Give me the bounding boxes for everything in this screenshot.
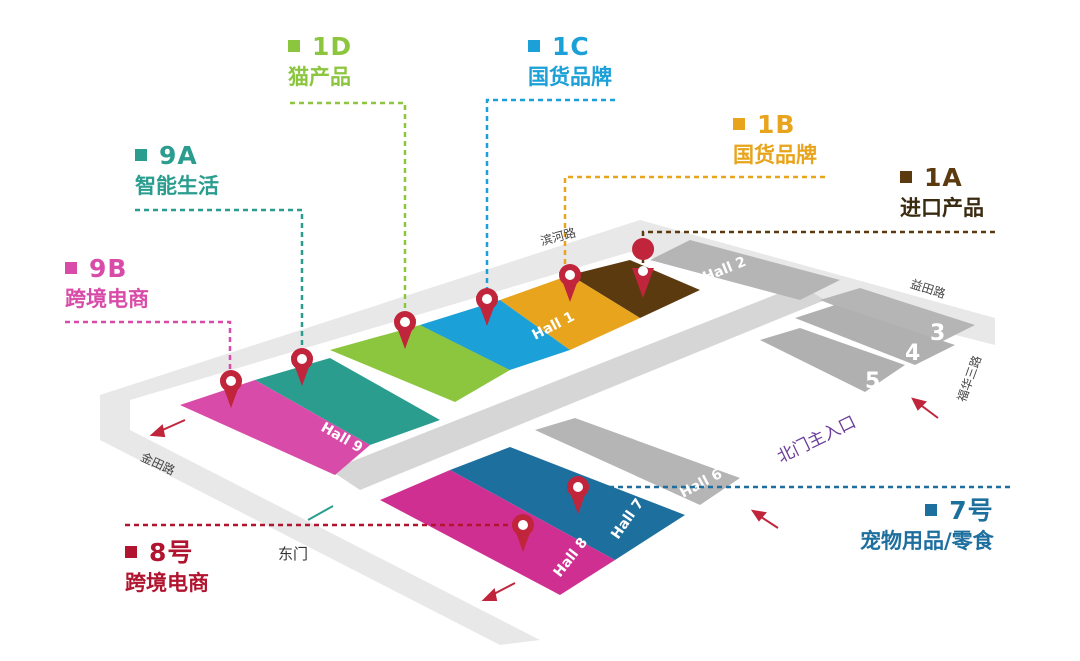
zone-7-label: 7号 宠物用品/零食 [860, 498, 994, 552]
pin-9b [220, 370, 242, 408]
zone-9b-label: 9B 跨境电商 [65, 256, 149, 310]
hall-label-5: 5 [865, 369, 880, 394]
pin-1c [476, 288, 498, 326]
pin-7 [567, 476, 589, 514]
hall-3-area [820, 288, 975, 345]
arrow-west-head [149, 424, 166, 438]
hall-4-area [795, 305, 955, 365]
zone-1b-code: 1B [757, 110, 796, 139]
zone-8-code: 8号 [149, 538, 194, 567]
arrow-fuhua-head [911, 397, 927, 411]
hall-7-area [450, 447, 685, 560]
zone-1d-label: 1D 猫产品 [288, 34, 352, 88]
zone-1b-swatch [733, 118, 745, 130]
zone-1a-swatch [900, 171, 912, 183]
zone-1c-code: 1C [552, 32, 590, 61]
outer-road [100, 220, 995, 645]
hall-9b-area [180, 380, 370, 475]
hall-5-area [760, 328, 905, 392]
zone-1c-label: 1C 国货品牌 [528, 34, 612, 88]
leader-9b [65, 320, 232, 380]
hall-1d-area [330, 325, 510, 402]
hall-label-3: 3 [930, 321, 945, 346]
pin-1d [394, 311, 416, 349]
zone-1c-name: 国货品牌 [528, 65, 612, 89]
zone-1c-swatch [528, 40, 540, 52]
central-corridor [330, 285, 825, 490]
leader-1d [290, 101, 407, 325]
zone-9b-code: 9B [89, 254, 128, 283]
zone-7-name: 宠物用品/零食 [860, 529, 994, 553]
pin-9a [291, 348, 313, 386]
zone-9a-label: 9A 智能生活 [135, 143, 219, 197]
hall-1b-area [500, 275, 640, 350]
zone-1a-label: 1A 进口产品 [900, 165, 984, 219]
hall-1c-area [420, 300, 570, 375]
leader-9a [135, 208, 304, 360]
zone-7-swatch [925, 504, 938, 516]
zone-7-code: 7号 [949, 496, 994, 525]
zone-9a-swatch [135, 149, 147, 161]
hall-8-area [380, 470, 615, 595]
leader-1c [485, 98, 615, 300]
zone-8-label: 8号 跨境电商 [125, 540, 209, 594]
arrow-south-gate-head [750, 509, 767, 522]
east-gate-label: 东门 [278, 545, 309, 563]
zone-1a-code: 1A [924, 163, 963, 192]
zone-1a-name: 进口产品 [900, 196, 984, 220]
zone-1d-code: 1D [312, 32, 353, 61]
pin-1a [632, 238, 655, 298]
arrow-southwest-head [481, 587, 498, 601]
pin-1b [559, 264, 581, 302]
east-gate-arrow [307, 505, 334, 521]
pins [220, 238, 655, 552]
zone-9b-name: 跨境电商 [65, 287, 149, 311]
pin-8 [512, 514, 534, 552]
zone-1b-label: 1B 国货品牌 [733, 112, 817, 166]
leader-1b [563, 175, 825, 278]
zone-9a-code: 9A [159, 141, 198, 170]
zone-8-swatch [125, 546, 137, 558]
zone-1d-swatch [288, 40, 300, 52]
hall-1a-area [570, 260, 700, 318]
zone-9b-swatch [65, 262, 77, 274]
zone-1d-name: 猫产品 [288, 65, 351, 89]
hall-label-4: 4 [905, 341, 920, 366]
zone-1b-name: 国货品牌 [733, 143, 817, 167]
hall-6-area [535, 418, 740, 505]
hall-2-area [650, 240, 840, 300]
zone-9a-name: 智能生活 [135, 174, 219, 198]
zone-8-name: 跨境电商 [125, 571, 209, 595]
